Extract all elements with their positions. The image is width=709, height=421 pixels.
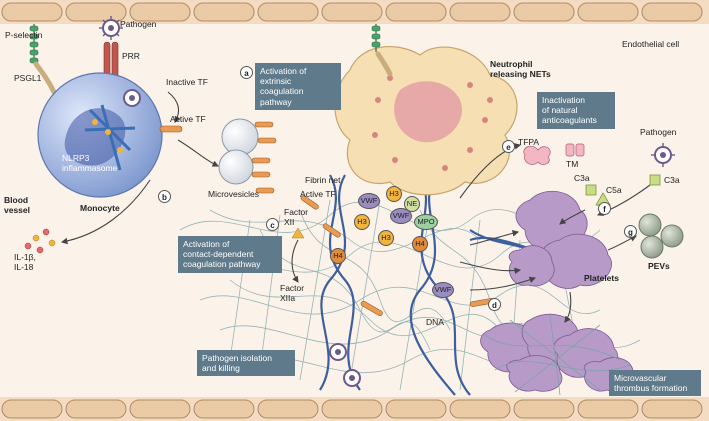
tfpa-icon [523,145,551,165]
h4-molecule: H4 [330,248,346,264]
psgl1-label: PSGL1 [14,73,42,83]
box-e-anticoagulants: Inactivation of natural anticoagulants [537,92,615,129]
factor-xii-label: Factor XII [284,207,309,227]
microvascular-thrombus [480,313,635,396]
badge-f: f [598,202,611,215]
badge-d: d [488,298,501,311]
box-a-extrinsic: Activation of extrinsic coagulation path… [255,63,341,110]
c3a-left-label: C3a [574,173,590,183]
active-tf-mid-label: Active TF [300,189,336,199]
pathogen-right-icon [651,143,675,167]
neutrophil-receptor [371,24,381,52]
vwf-molecule: VWF [358,193,380,209]
neutrophil-psgl1 [375,51,393,77]
ne-molecule: NE [404,196,420,212]
vwf-molecule: VWF [390,208,412,224]
c3a-square-right [649,174,661,186]
fibrin-net-label: Fibrin net [305,175,341,185]
badge-c: c [266,218,279,231]
platelets-label: Platelets [584,273,619,283]
tfpa-label: TFPA [518,137,540,147]
h3-molecule: H3 [386,186,402,202]
nlrp3-label: NLRP3 inflammasome [62,153,118,173]
endothelial-wall-top [0,0,709,24]
blood-vessel-label: Blood vessel [4,195,30,215]
engulfed-pathogen-icon [123,89,141,107]
badge-a: a [240,66,253,79]
active-tf-top-label: Active TF [170,114,206,124]
c3a-square-left [585,184,597,196]
badge-b: b [158,190,171,203]
pathogen-trapped-2 [343,369,361,387]
pathogen-top-icon [99,16,123,40]
monocyte-cell [37,72,163,198]
neutrophil-cell [334,46,518,196]
platelets-cluster [508,191,613,289]
psgl1-stalk [33,61,57,95]
monocyte-label: Monocyte [80,203,120,213]
inactive-tf-label: Inactive TF [166,77,208,87]
il-label: IL-1β, IL-18 [14,252,36,272]
active-tf-monocyte [159,125,183,133]
endothelial-wall-bottom [0,397,709,421]
box-isolation: Pathogen isolation and killing [197,350,295,377]
h3-molecule: H3 [378,230,394,246]
factor-xiia-label: Factor XIIa [280,283,305,303]
mpo-molecule: MPO [414,214,438,230]
neutrophil-label: Neutrophil releasing NETs [490,59,551,79]
h4-molecule: H4 [412,236,428,252]
tm-icon [565,143,585,157]
h3-molecule: H3 [354,214,370,230]
microvesicles [218,118,277,194]
vwf-molecule: VWF [432,282,454,298]
pathogen-trapped-1 [329,343,347,361]
p-selectin-label: P-selectin [5,30,43,40]
box-c-contact: Activation of contact-dependent coagulat… [178,236,282,273]
badge-e: e [502,140,515,153]
factor-xii-triangle [291,227,305,239]
microvesicles-label: Microvesicles [208,189,260,199]
prr-label: PRR [122,51,140,61]
cytokine-dots [24,228,56,254]
c3a-right-label: C3a [664,175,680,185]
endothelial-label: Endothelial cell [622,39,680,49]
box-thrombus: Microvascular thrombus formation [609,370,701,397]
dna-label: DNA [426,317,444,327]
pathogen-top-label: Pathogen [120,19,157,29]
pathogen-right-label: Pathogen [640,127,677,137]
badge-g: g [624,225,637,238]
tm-label: TM [566,159,579,169]
pevs-label: PEVs [648,261,670,271]
p-selectin-receptor [29,24,39,64]
c5a-label: C5a [606,185,622,195]
pevs-cluster [638,213,684,259]
